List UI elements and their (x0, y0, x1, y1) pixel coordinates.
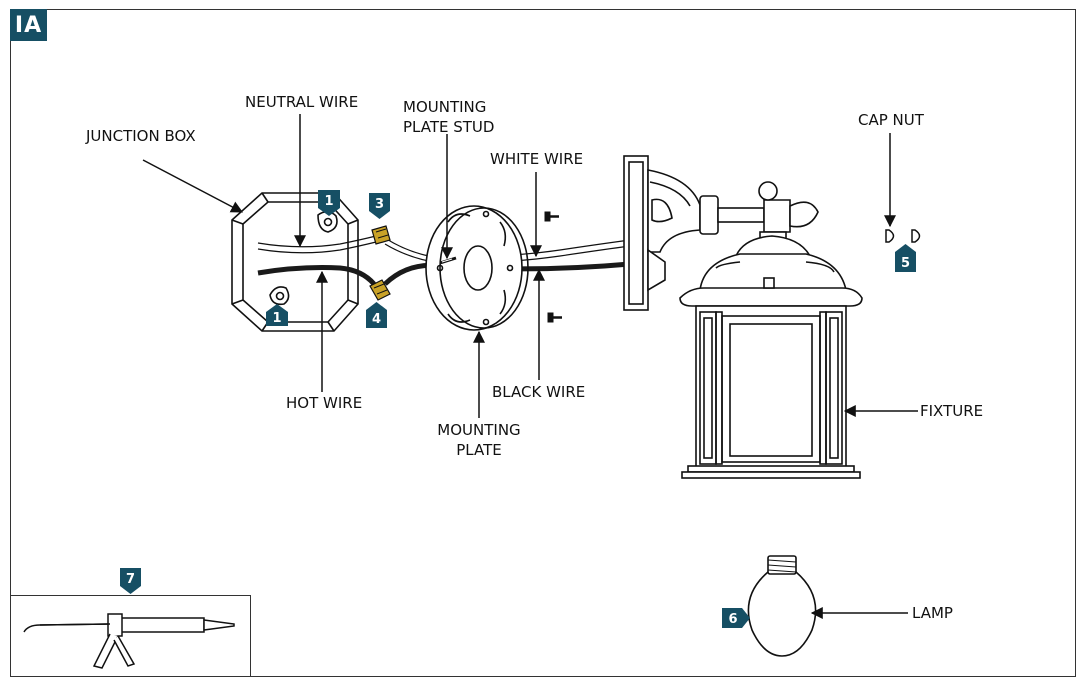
lamp (747, 555, 817, 657)
badge-caulk: 7 (120, 568, 141, 594)
white-wire-label: WHITE WIRE (490, 150, 584, 168)
mounting-plate-label-line2: PLATE (456, 441, 502, 459)
caulk-gun (23, 613, 235, 669)
badge-screw-top: 1 (318, 190, 340, 216)
wire-nut-black (369, 279, 391, 301)
figure-tag: IA (10, 9, 47, 41)
badge-wire-nut-white: 3 (369, 193, 390, 219)
svg-text:6: 6 (728, 612, 737, 627)
lamp-label: LAMP (912, 604, 953, 622)
leader-lines (142, 114, 918, 619)
fixture-label: FIXTURE (920, 402, 984, 420)
junction-box-label: JUNCTION BOX (86, 127, 196, 145)
badge-cap-nuts: 5 (895, 244, 916, 272)
svg-text:7: 7 (126, 572, 135, 587)
svg-text:4: 4 (372, 312, 381, 327)
badge-screw-bottom: 1 (266, 304, 288, 326)
wire-nut-white (371, 225, 391, 245)
mounting-plate-label-line1: MOUNTING (437, 421, 521, 439)
neutral-wire-label: NEUTRAL WIRE (245, 93, 359, 111)
mounting-plate (425, 205, 529, 331)
cap-nuts (885, 229, 921, 243)
junction-box-arrow (142, 159, 244, 213)
mounting-plate-stud-label-line2: PLATE STUD (403, 118, 495, 136)
svg-text:1: 1 (324, 194, 333, 209)
svg-text:5: 5 (901, 256, 910, 271)
black-wire-label: BLACK WIRE (492, 383, 586, 401)
svg-text:1: 1 (272, 311, 281, 326)
mounting-plate-stud-label-line1: MOUNTING (403, 98, 487, 116)
badge-wire-nut-black: 4 (366, 302, 387, 328)
cap-nut-label: CAP NUT (858, 111, 924, 129)
caulk-inset-box (10, 595, 251, 677)
mounting-plate-stud (439, 256, 457, 265)
fixture (623, 155, 863, 479)
badge-lamp: 6 (722, 608, 750, 628)
mounting-screw-top (544, 211, 559, 222)
junction-box (231, 192, 359, 332)
svg-text:3: 3 (375, 197, 384, 212)
hot-wire-label: HOT WIRE (286, 394, 363, 412)
figure-frame (10, 9, 1076, 677)
mounting-screw-bottom (547, 312, 562, 323)
